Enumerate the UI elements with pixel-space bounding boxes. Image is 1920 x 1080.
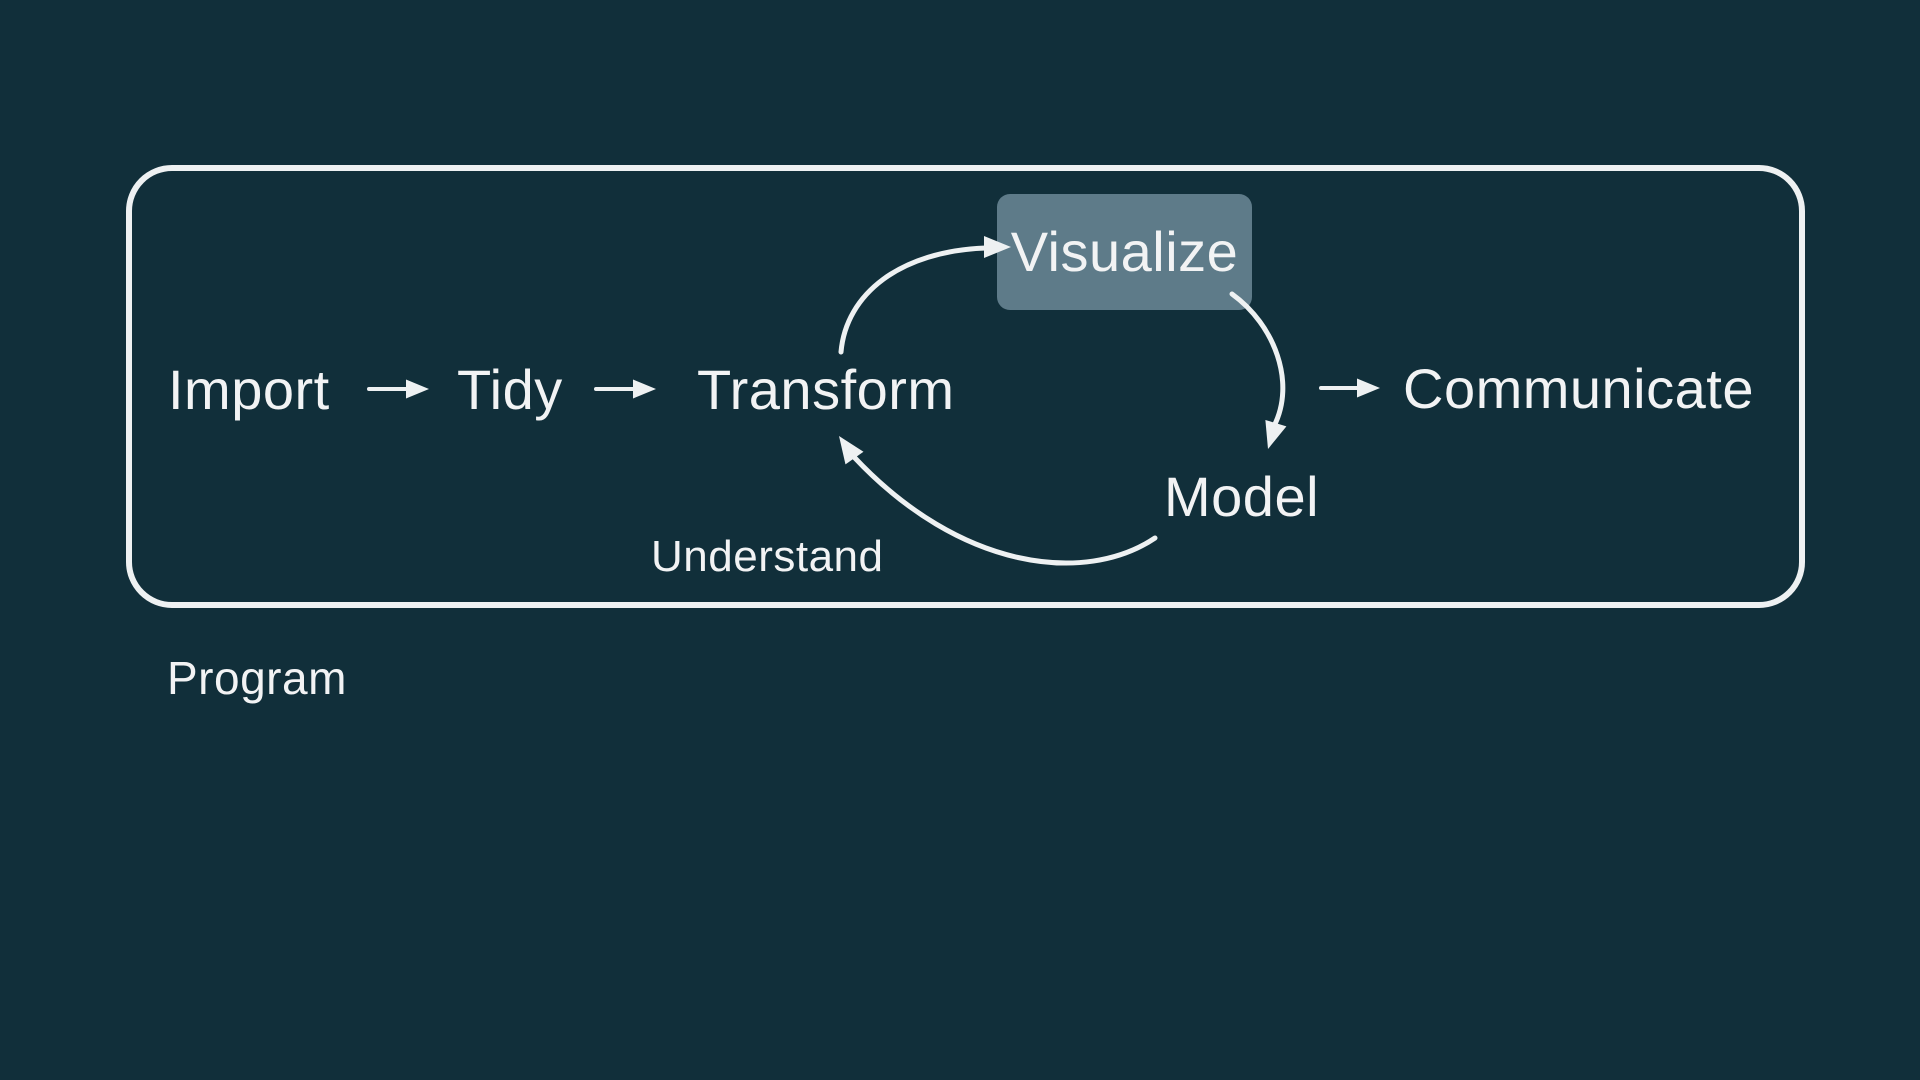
node-label-tidy: Tidy	[457, 358, 563, 421]
box-label-program: Program	[167, 652, 347, 704]
node-visualize-highlight: Visualize	[997, 194, 1252, 310]
node-label-model: Model	[1164, 465, 1320, 528]
node-label-transform: Transform	[697, 358, 955, 421]
cycle-label-understand: Understand	[651, 532, 884, 581]
node-label-visualize: Visualize	[1010, 220, 1239, 283]
program-boundary-box	[126, 165, 1805, 608]
node-label-communicate: Communicate	[1403, 357, 1754, 420]
node-label-import: Import	[168, 358, 330, 421]
